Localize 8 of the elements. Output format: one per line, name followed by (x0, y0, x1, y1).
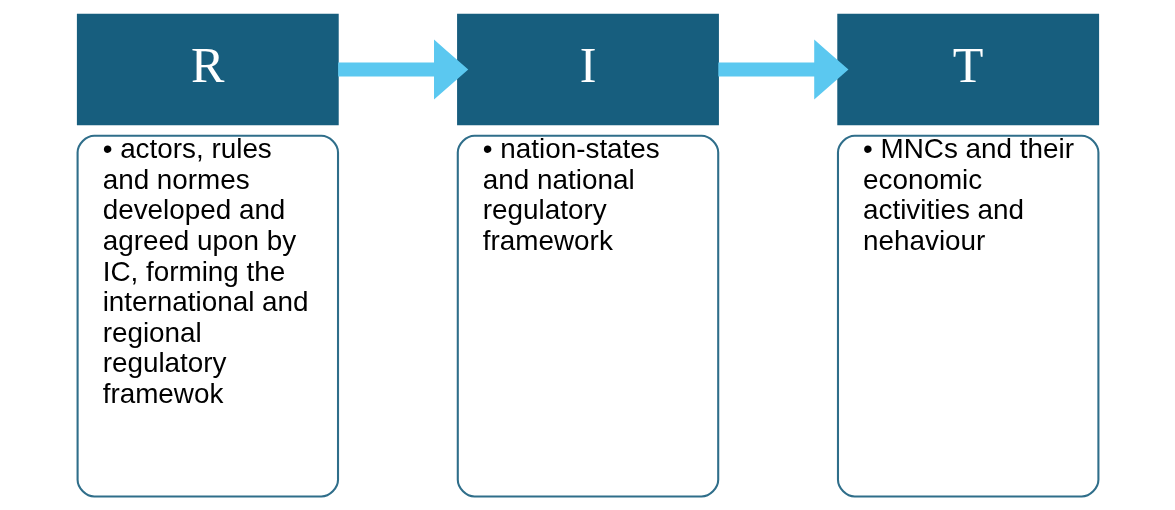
node-box: I (456, 13, 719, 125)
node-box: T (836, 13, 1099, 125)
node-box: R (76, 13, 339, 125)
arrow (337, 39, 468, 100)
arrow (717, 39, 848, 100)
node-box: • MNCs and their economic activities and nehaviour (836, 134, 1099, 497)
node-box: • nation-states and national regulatory framework (456, 134, 719, 497)
node-box: • actors, rules and normes developed and agreed upon by IC, forming the international and regional regulatory framewok (76, 134, 339, 497)
